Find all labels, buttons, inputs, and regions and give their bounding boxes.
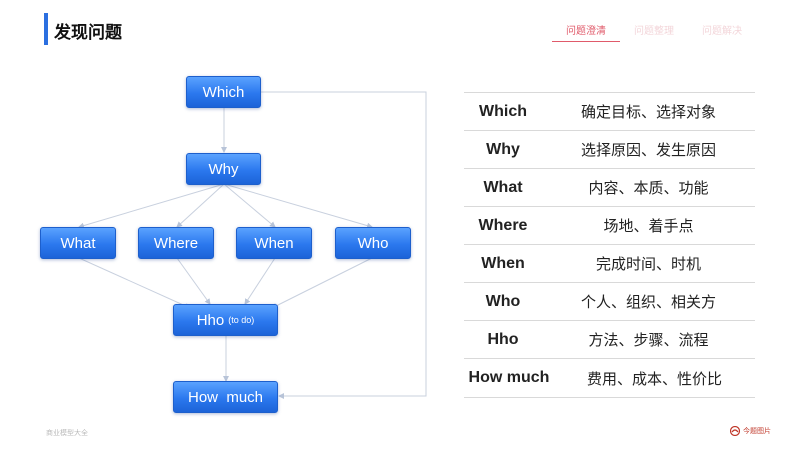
edge-why-when: [223, 183, 276, 228]
row-key: Which: [479, 102, 527, 120]
logo-icon: [730, 426, 740, 436]
row-key: Hho: [487, 330, 519, 348]
table-row: Who 个人、组织、相关方: [464, 282, 755, 320]
node-which: Which: [186, 76, 261, 108]
title-accent-bar: [44, 13, 48, 45]
edge-when-hho: [244, 257, 276, 305]
row-key: Where: [478, 216, 528, 234]
row-value: 个人、组织、相关方: [580, 294, 716, 311]
table-row: When 完成时间、时机: [464, 244, 755, 282]
tab-organize[interactable]: 问题整理: [634, 26, 674, 37]
node-who-label: Who: [357, 234, 389, 252]
connector-lines: [78, 91, 427, 399]
node-how-much-label: How much: [187, 388, 264, 406]
node-hho-note: (to do): [228, 315, 255, 325]
row-value: 选择原因、发生原因: [580, 142, 716, 159]
tab-solve[interactable]: 问题解决: [702, 26, 742, 37]
table-row: What 内容、本质、功能: [464, 168, 755, 206]
table-row: How much 费用、成本、性价比: [464, 358, 755, 398]
node-what-label: What: [60, 234, 96, 252]
logo-text: 今题图片: [743, 428, 771, 435]
footer-caption: 商业模型大全: [46, 430, 88, 437]
row-value: 确定目标、选择对象: [580, 104, 716, 121]
edge-why-what: [78, 183, 225, 229]
node-when-label: When: [254, 234, 294, 252]
footer-logo: 今题图片: [730, 426, 771, 436]
row-value: 内容、本质、功能: [588, 180, 709, 197]
row-value: 费用、成本、性价比: [586, 370, 722, 388]
node-how-much: How much: [173, 381, 278, 413]
row-value: 方法、步骤、流程: [588, 332, 709, 349]
definition-table: Which 确定目标、选择对象 Why 选择原因、发生原因 What 内容、本质…: [464, 92, 755, 398]
row-key: Why: [486, 140, 520, 158]
section-tabs: 问题澄清 问题整理 问题解决: [552, 22, 756, 42]
row-key: When: [481, 254, 525, 272]
node-when: When: [236, 227, 312, 259]
node-hho-label: Hho: [196, 311, 225, 329]
node-why-label: Why: [208, 160, 239, 178]
row-key: What: [483, 178, 523, 196]
table-row: Hho 方法、步骤、流程: [464, 320, 755, 358]
tab-clarify[interactable]: 问题澄清: [552, 22, 620, 42]
edge-why-where: [176, 183, 225, 228]
node-hho: Hho (to do): [173, 304, 278, 336]
row-value: 场地、着手点: [603, 218, 694, 235]
row-value: 完成时间、时机: [595, 256, 701, 273]
edge-why-who: [223, 183, 373, 229]
row-key: Who: [485, 292, 521, 310]
page-title: 发现问题: [54, 23, 122, 42]
table-row: Why 选择原因、发生原因: [464, 130, 755, 168]
node-what: What: [40, 227, 116, 259]
edge-who-hho: [271, 257, 373, 309]
flow-diagram: Which Why What Where When Who Hho (to do…: [40, 76, 427, 413]
node-where: Where: [138, 227, 214, 259]
node-where-label: Where: [153, 234, 199, 252]
edge-which-howmuch: [261, 91, 427, 399]
node-who: Who: [335, 227, 411, 259]
table-row: Where 场地、着手点: [464, 206, 755, 244]
edge-where-hho: [176, 257, 211, 305]
node-which-label: Which: [202, 83, 245, 101]
table-row: Which 确定目标、选择对象: [464, 92, 755, 130]
row-key: How much: [468, 369, 550, 386]
edge-what-hho: [78, 257, 191, 309]
node-why: Why: [186, 153, 261, 185]
